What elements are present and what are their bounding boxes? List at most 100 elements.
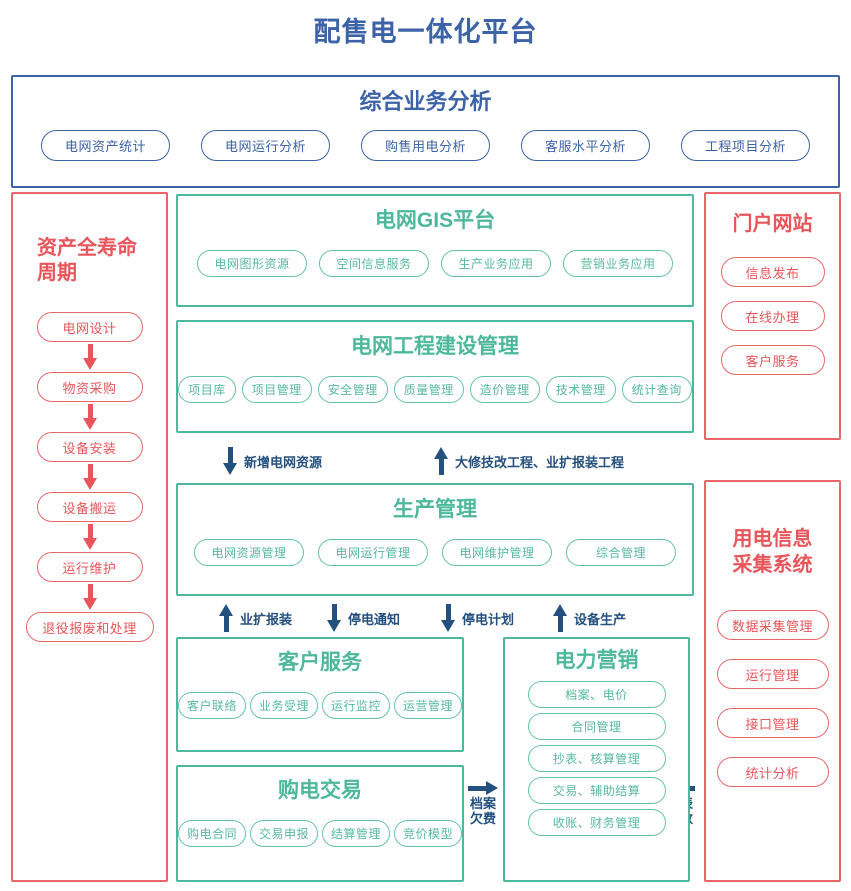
pill-safety-management[interactable]: 安全管理 [317,376,388,404]
pill-grid-maintenance-management[interactable]: 电网维护管理 [442,539,552,567]
connector-new-grid-resources: 新增电网资源 [223,447,322,475]
pill-grid-graphic-resources[interactable]: 电网图形资源 [197,250,307,278]
customer-service-pill-row: 客户联络 业务受理 运行监控 运营管理 [177,692,463,720]
panel-production-management: 生产管理 电网资源管理 电网运行管理 电网维护管理 综合管理 [176,483,694,596]
arrow-down-icon [327,604,341,632]
pill-meter-reading-and-accounting-management[interactable]: 抄表、核算管理 [527,745,666,773]
panel-title-asset-lifecycle-line1: 资产全寿命 [37,237,137,259]
panel-power-consumption-information-collection-system: 用电信息 采集系统 数据采集管理 运行管理 接口管理 统计分析 [704,480,841,882]
arrow-down-icon [82,524,97,550]
panel-title-grid-gis-platform: 电网GIS平台 [374,209,496,232]
pill-customer-contact[interactable]: 客户联络 [177,692,246,720]
pill-grid-resource-management[interactable]: 电网资源管理 [194,539,304,567]
pill-marketing-business-application[interactable]: 营销业务应用 [563,250,673,278]
panel-grid-gis-platform: 电网GIS平台 电网图形资源 空间信息服务 生产业务应用 营销业务应用 [176,194,694,307]
pill-engineering-project-analysis[interactable]: 工程项目分析 [681,129,810,161]
page-title: 配售电一体化平台 [313,17,538,47]
panel-power-marketing: 电力营销 档案、电价 合同管理 抄表、核算管理 交易、辅助结算 收账、财务管理 [503,637,690,882]
pill-project-library[interactable]: 项目库 [178,376,236,404]
arrow-down-icon [82,584,97,610]
connector-label-archive-arrears-line1: 档案 [469,796,496,811]
panel-title-production-management: 生产管理 [393,498,477,521]
connector-label-overhaul-and-expansion-projects: 大修技改工程、业扩报装工程 [455,454,625,470]
connector-business-expansion-application: 业扩报装 [219,604,292,632]
pill-settlement-management[interactable]: 结算管理 [322,820,391,848]
pill-transaction-and-auxiliary-settlement[interactable]: 交易、辅助结算 [527,777,666,805]
pill-collection-and-financial-management[interactable]: 收账、财务管理 [527,809,666,837]
collection-item-list: 数据采集管理 运行管理 接口管理 统计分析 [706,610,839,787]
pill-grid-design[interactable]: 电网设计 [36,312,143,342]
production-pill-row: 电网资源管理 电网运行管理 电网维护管理 综合管理 [178,539,692,567]
connector-label-new-grid-resources: 新增电网资源 [244,454,323,470]
connector-label-archive-arrears: 档案 欠费 [469,796,496,827]
pill-statistical-query[interactable]: 统计查询 [621,376,692,404]
connector-equipment-production: 设备生产 [553,604,626,632]
pill-online-handling[interactable]: 在线办理 [720,301,825,331]
panel-title-asset-lifecycle-line2: 周期 [37,262,77,284]
panel-asset-lifecycle: 资产全寿命 周期 电网设计 物资采购 设备安装 设备搬运 运行维护 [11,192,168,882]
arrow-down-icon [82,464,97,490]
pill-operation-monitoring[interactable]: 运行监控 [322,692,391,720]
arrow-up-icon [434,447,448,475]
panel-title-customer-service: 客户服务 [278,651,362,674]
arrow-up-icon [219,604,233,632]
pill-project-management[interactable]: 项目管理 [241,376,312,404]
connector-label-business-expansion-application: 业扩报装 [240,611,293,627]
pill-power-purchase-contract[interactable]: 购电合同 [177,820,246,848]
panel-power-purchase-transaction: 购电交易 购电合同 交易申报 结算管理 竞价模型 [176,765,464,882]
top-panel-pill-row: 电网资产统计 电网运行分析 购售用电分析 客服水平分析 工程项目分析 [13,129,838,161]
panel-title-grid-engineering-construction-management: 电网工程建设管理 [351,335,519,358]
pill-quality-management[interactable]: 质量管理 [393,376,464,404]
connector-outage-plan: 停电计划 [441,604,514,632]
pill-cost-management[interactable]: 造价管理 [469,376,540,404]
pill-bidding-model[interactable]: 竞价模型 [394,820,463,848]
pill-technical-management[interactable]: 技术管理 [545,376,616,404]
pill-purchase-sale-analysis[interactable]: 购售用电分析 [361,129,490,161]
pill-operation-maintenance[interactable]: 运行维护 [36,552,143,582]
pill-material-procurement[interactable]: 物资采购 [36,372,143,402]
panel-title-comprehensive-business-analysis: 综合业务分析 [359,89,492,114]
pill-transaction-declaration[interactable]: 交易申报 [249,820,318,848]
pill-comprehensive-management[interactable]: 综合管理 [566,539,676,567]
panel-portal-website: 门户网站 信息发布 在线办理 客户服务 [704,192,841,440]
pill-equipment-transport[interactable]: 设备搬运 [36,492,143,522]
pill-archive-and-tariff[interactable]: 档案、电价 [527,681,666,709]
pill-statistical-analysis[interactable]: 统计分析 [716,757,829,787]
connector-archive-arrears: 档案 欠费 [464,781,502,827]
lifecycle-arrow-4 [82,522,97,552]
connector-overhaul-and-expansion-projects: 大修技改工程、业扩报装工程 [434,447,624,475]
pill-decommission-scrap-disposal[interactable]: 退役报废和处理 [25,612,154,642]
panel-comprehensive-business-analysis: 综合业务分析 电网资产统计 电网运行分析 购售用电分析 客服水平分析 工程项目分… [11,75,840,188]
pill-grid-asset-statistics[interactable]: 电网资产统计 [41,129,170,161]
pill-customer-service-level-analysis[interactable]: 客服水平分析 [521,129,650,161]
pill-data-collection-management[interactable]: 数据采集管理 [716,610,829,640]
lifecycle-arrow-5 [82,582,97,612]
pill-information-release[interactable]: 信息发布 [720,257,825,287]
pill-contract-management[interactable]: 合同管理 [527,713,666,741]
panel-grid-engineering-construction-management: 电网工程建设管理 项目库 项目管理 安全管理 质量管理 造价管理 技术管理 统计… [176,320,694,433]
panel-title-asset-lifecycle: 资产全寿命 周期 [13,236,166,286]
panel-title-power-purchase-transaction: 购电交易 [278,779,362,802]
lifecycle-arrow-3 [82,462,97,492]
panel-title-collection-line2: 采集系统 [732,554,813,576]
pill-operations-management[interactable]: 运营管理 [394,692,463,720]
pill-business-acceptance[interactable]: 业务受理 [249,692,318,720]
pill-grid-operation-management[interactable]: 电网运行管理 [318,539,428,567]
lifecycle-flow: 电网设计 物资采购 设备安装 设备搬运 运行维护 退役报废和处理 [13,312,166,642]
pill-equipment-installation[interactable]: 设备安装 [36,432,143,462]
panel-customer-service: 客户服务 客户联络 业务受理 运行监控 运营管理 [176,637,464,752]
connector-label-archive-arrears-line2: 欠费 [469,810,496,826]
connector-label-outage-notice: 停电通知 [348,611,401,627]
pill-spatial-information-service[interactable]: 空间信息服务 [319,250,429,278]
marketing-item-list: 档案、电价 合同管理 抄表、核算管理 交易、辅助结算 收账、财务管理 [505,681,688,837]
pill-production-business-application[interactable]: 生产业务应用 [441,250,551,278]
pill-interface-management[interactable]: 接口管理 [716,708,829,738]
pill-grid-operation-analysis[interactable]: 电网运行分析 [201,129,330,161]
arrow-down-icon [82,404,97,430]
arrow-down-icon [441,604,455,632]
connector-label-equipment-production: 设备生产 [574,611,627,627]
power-purchase-pill-row: 购电合同 交易申报 结算管理 竞价模型 [177,820,463,848]
pill-collection-operation-management[interactable]: 运行管理 [716,659,829,689]
pill-portal-customer-service[interactable]: 客户服务 [720,345,825,375]
